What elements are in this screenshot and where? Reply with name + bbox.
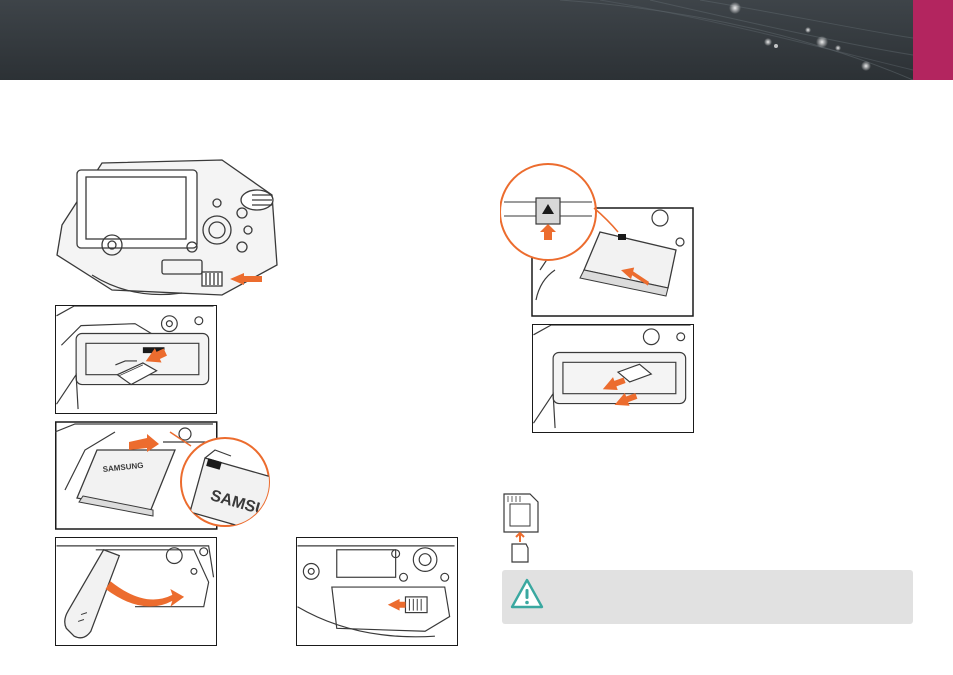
header-decoration bbox=[0, 0, 953, 80]
cover-close-icon bbox=[55, 537, 217, 646]
page-header bbox=[0, 0, 953, 80]
latch-lock-icon bbox=[296, 537, 458, 646]
battery-insert-icon: SAMSUNG SAMSUNG bbox=[55, 420, 280, 530]
memory-card-remove-icon bbox=[532, 324, 694, 433]
camera-back-icon bbox=[52, 155, 288, 300]
memory-card-insert-icon bbox=[55, 305, 217, 414]
section-tab[interactable] bbox=[913, 0, 953, 80]
caution-icon bbox=[510, 577, 544, 611]
battery-release-icon bbox=[500, 160, 696, 318]
sd-adapter-icon bbox=[500, 492, 542, 564]
caution-note bbox=[502, 570, 913, 624]
